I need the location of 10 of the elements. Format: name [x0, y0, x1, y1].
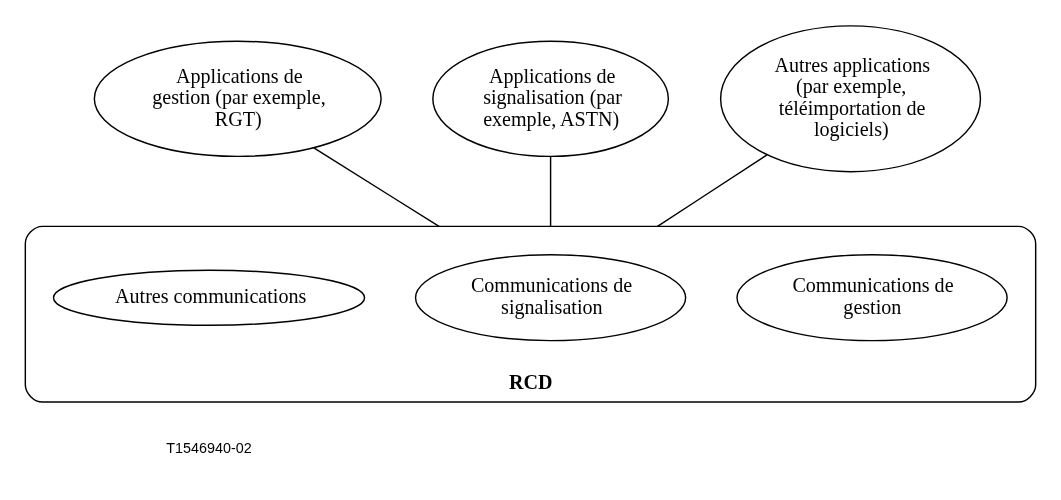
node-ellipse: Autres applications (par exemple, téléimportation de logiciels)	[719, 24, 982, 172]
connector	[549, 155, 552, 227]
connector	[313, 146, 440, 227]
node-ellipse: Communications de signalisation	[414, 253, 687, 341]
node-ellipse: Autres communications	[52, 268, 366, 326]
node-ellipse: Applications de signalisation (par exemple, ASTN)	[432, 40, 670, 157]
node-ellipse: Applications de gestion (par exemple, RGT)	[93, 40, 382, 157]
node-ellipse: Communications de gestion	[736, 253, 1008, 341]
label: T1546940-02	[166, 439, 252, 456]
connector	[656, 153, 768, 227]
